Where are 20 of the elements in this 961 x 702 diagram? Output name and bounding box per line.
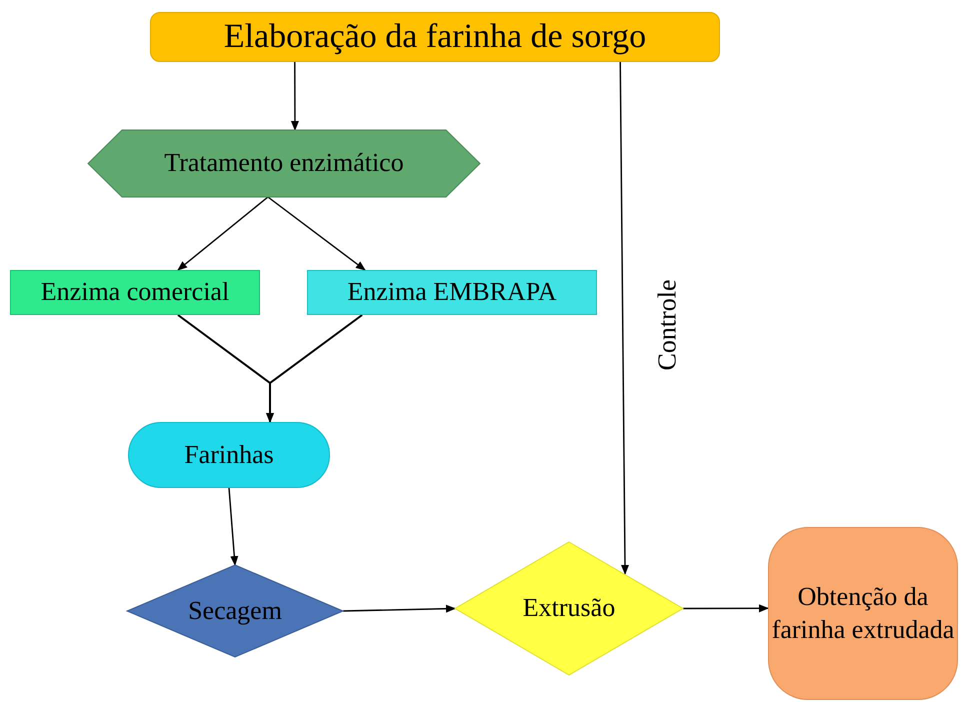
arrow bbox=[342, 604, 456, 613]
node-label: Tratamento enzimático bbox=[164, 147, 404, 180]
arrow bbox=[620, 62, 629, 575]
node-label: Extrusão bbox=[522, 592, 616, 624]
arrow bbox=[266, 314, 363, 423]
title-box bbox=[150, 12, 720, 62]
process-box bbox=[307, 270, 597, 315]
process-box bbox=[10, 270, 260, 315]
arrow bbox=[290, 62, 299, 131]
result-box bbox=[768, 527, 958, 700]
node-label: Farinhas bbox=[184, 438, 274, 471]
node-label: Enzima EMBRAPA bbox=[347, 276, 557, 308]
arrow bbox=[177, 196, 268, 271]
node-label: Enzima comercial bbox=[40, 276, 230, 308]
arrow bbox=[268, 196, 366, 271]
arrow bbox=[683, 604, 769, 612]
node-label: Secagem bbox=[188, 594, 282, 627]
node-label: Obtenção da farinha extrudada bbox=[770, 581, 956, 646]
node-label: Elaboração da farinha de sorgo bbox=[224, 16, 646, 57]
arrow bbox=[228, 488, 238, 566]
